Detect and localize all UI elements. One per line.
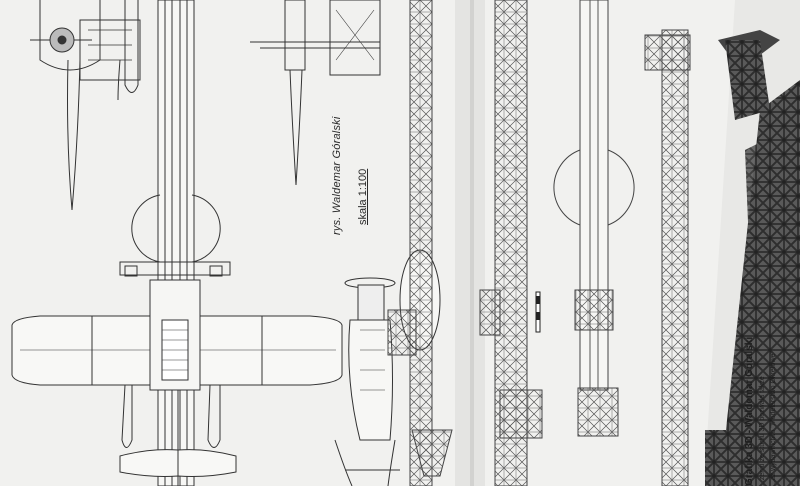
render-credit-line: ...az wydawnictwo "Modelarstwo Okrętowe"…: [770, 349, 777, 486]
catapult-3d-render: [705, 0, 800, 486]
author-caption: rys. Waldemar Góralski: [331, 116, 343, 236]
render-credit-line: ...zeniu ze studiu 3D pozwala także: [759, 376, 766, 486]
airplane-top-view: [11, 0, 343, 486]
catapult-truss-elevations: [387, 0, 691, 486]
scale-bar: [535, 291, 541, 333]
page-fold: [455, 0, 485, 486]
scale-caption: skala 1:100: [357, 168, 369, 225]
render-credit-title: Grafika 3D - Waldemar Góralski: [744, 336, 755, 486]
